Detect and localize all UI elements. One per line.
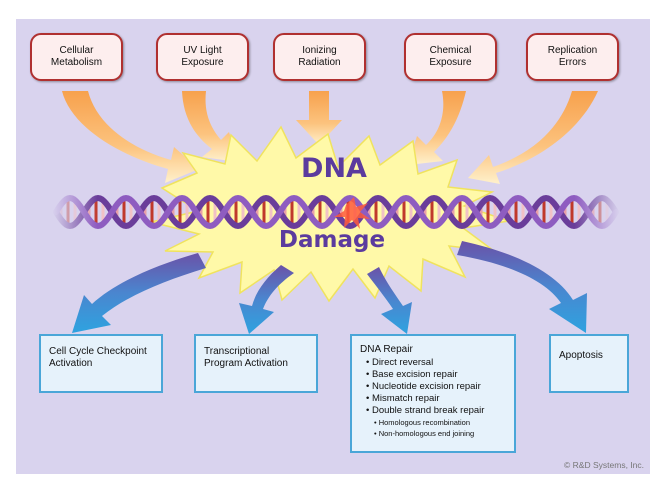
center-title-damage: Damage xyxy=(279,227,385,253)
cause-label-line1: Cellular xyxy=(59,45,94,56)
cause-label-line2: Radiation xyxy=(298,57,341,68)
outcome-label-line1: Cell Cycle Checkpoint xyxy=(49,346,147,357)
cause-box-replication-errors: Replication Errors xyxy=(526,33,619,81)
outcome-label: Apoptosis xyxy=(559,350,603,361)
arrow-cellular-metabolism xyxy=(62,91,199,183)
cause-box-ionizing-radiation: Ionizing Radiation xyxy=(273,33,366,81)
incoming-arrows xyxy=(62,91,598,184)
cause-label-line2: Errors xyxy=(558,57,587,68)
outcome-box-dna-repair: DNA Repair • Direct reversal • Base exci… xyxy=(350,334,516,453)
helix-edge-fade xyxy=(52,190,620,234)
center-title-dna: DNA xyxy=(301,153,367,184)
dna-repair-item: • Nucleotide excision repair xyxy=(366,381,481,392)
cause-label-line2: Metabolism xyxy=(50,57,103,68)
dna-repair-item: • Double strand break repair xyxy=(366,405,485,416)
dna-repair-subitem: • Non-homologous end joining xyxy=(374,429,475,438)
outcome-label-line2: Program Activation xyxy=(204,358,288,369)
diagram-canvas: DNA Damage Cellular Metabolism UV Light … xyxy=(16,19,650,474)
copyright-notice: © R&D Systems, Inc. xyxy=(564,460,644,470)
arrow-uv-light xyxy=(182,91,238,162)
dna-repair-subitem: • Homologous recombination xyxy=(374,418,471,427)
arrow-to-apoptosis xyxy=(457,241,587,333)
cause-label-line2: Exposure xyxy=(429,57,472,68)
dna-repair-list: • Direct reversal • Base excision repair… xyxy=(360,357,506,439)
dna-repair-item: • Mismatch repair xyxy=(366,393,440,404)
outcome-box-apoptosis: Apoptosis xyxy=(549,334,629,393)
arrow-to-dna-repair xyxy=(367,267,412,334)
cause-label-line1: Replication xyxy=(547,45,598,56)
outcome-label-line2: Activation xyxy=(49,358,93,369)
arrow-chemical-exposure xyxy=(408,91,466,165)
arrow-replication-errors xyxy=(468,91,598,184)
arrow-to-transcription xyxy=(239,265,294,334)
cause-label-line1: UV Light xyxy=(183,45,222,56)
dna-repair-item: • Direct reversal xyxy=(366,357,434,368)
dna-repair-item: • Base excision repair xyxy=(366,369,458,380)
cause-label-line1: Ionizing xyxy=(302,45,337,56)
arrow-to-checkpoint xyxy=(72,253,206,333)
dna-double-helix xyxy=(52,190,620,234)
dna-repair-title: DNA Repair xyxy=(360,344,413,355)
outcome-box-transcriptional-program: Transcriptional Program Activation xyxy=(194,334,318,393)
outcome-label-line1: Transcriptional xyxy=(204,346,270,357)
cause-box-uv-light-exposure: UV Light Exposure xyxy=(156,33,249,81)
outcome-box-cell-cycle-checkpoint: Cell Cycle Checkpoint Activation xyxy=(39,334,163,393)
cause-label-line1: Chemical xyxy=(429,45,472,56)
cause-label-line2: Exposure xyxy=(181,57,224,68)
cause-box-cellular-metabolism: Cellular Metabolism xyxy=(30,33,123,81)
outgoing-arrows xyxy=(72,241,587,334)
cause-box-chemical-exposure: Chemical Exposure xyxy=(404,33,497,81)
damage-spark xyxy=(334,197,370,229)
arrow-ionizing-radiation xyxy=(296,91,342,145)
diagram-artwork: DNA Damage xyxy=(52,91,620,334)
